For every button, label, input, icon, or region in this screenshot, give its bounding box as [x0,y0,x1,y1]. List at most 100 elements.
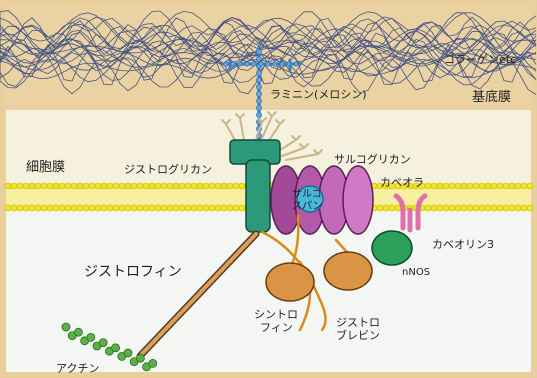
lipid-head [491,205,497,211]
actin-monomer [74,328,82,336]
lipid-head [215,183,221,189]
lipid-head [95,205,101,211]
lipid-head [383,205,389,211]
lipid-head [473,183,479,189]
actin-monomer [112,344,120,352]
lipid-head [23,183,29,189]
lipid-head [515,205,521,211]
nnos [372,231,412,265]
lipid-head [437,183,443,189]
lipid-head [173,183,179,189]
syntrophin-oval-2 [324,252,372,290]
laminin-bead [256,70,261,75]
lipid-head [11,183,17,189]
lipid-head [53,183,59,189]
laminin-bead [266,62,270,66]
label-caveolae: カベオラ [380,176,424,189]
lipid-head [377,205,383,211]
nnos-body [372,231,412,265]
lipid-head [221,183,227,189]
lipid-head [125,183,131,189]
laminin-bead [256,49,261,54]
lipid-head [479,183,485,189]
laminin-bead [280,62,284,66]
lipid-head [77,205,83,211]
lipid-head [221,205,227,211]
lipid-head [47,183,53,189]
laminin-bead [224,62,228,66]
laminin-bead [245,62,249,66]
lipid-head [239,205,245,211]
actin-monomer [149,359,157,367]
label-dystrobrevin-1: ジストロ [336,316,380,329]
label-basement-membrane: 基底膜 [472,89,511,105]
lipid-head [101,183,107,189]
lipid-head [5,205,11,211]
laminin-bead [256,112,261,117]
laminin-bead [238,62,242,66]
lipid-head [161,183,167,189]
lipid-head [11,205,17,211]
lipid-head [59,205,65,211]
laminin-bead [294,62,298,66]
lipid-head [473,205,479,211]
lipid-head [509,205,515,211]
label-collagen: コラーゲンetc [444,53,516,66]
lipid-head [149,183,155,189]
lipid-head [527,205,533,211]
lipid-head [95,183,101,189]
lipid-head [209,205,215,211]
lipid-head [425,183,431,189]
lipid-head [215,205,221,211]
lipid-head [443,183,449,189]
label-syntrophin-1: シントロ [254,308,298,321]
sarcoglycan-4 [343,166,373,234]
lipid-head [437,205,443,211]
lipid-head [23,205,29,211]
lipid-head [77,183,83,189]
lipid-head [443,205,449,211]
lipid-head [497,183,503,189]
lipid-head [191,205,197,211]
lipid-head [389,205,395,211]
lipid-head [455,205,461,211]
lipid-head [119,205,125,211]
label-nnos: nNOS [402,267,430,278]
lipid-head [137,205,143,211]
lipid-head [17,205,23,211]
label-laminin: ラミニン(メロシン) [270,88,367,101]
lipid-head [185,205,191,211]
lipid-head [503,183,509,189]
lipid-head [455,183,461,189]
lipid-head [179,183,185,189]
lipid-head [65,183,71,189]
lipid-head [461,205,467,211]
lipid-head [71,183,77,189]
label-sarcoglycan: サルコグリカン [334,152,411,166]
lipid-head [131,183,137,189]
lipid-head [161,205,167,211]
lipid-head [203,183,209,189]
laminin-bead [231,62,235,66]
label-syntrophin-2: フィン [260,321,293,334]
laminin-bead [252,62,256,66]
label-caveolin: カベオリン3 [432,238,494,251]
label-actin: アクチン [56,362,99,375]
laminin-bead [256,77,261,82]
lipid-head [35,205,41,211]
beta-dystroglycan [246,160,270,232]
lipid-head [449,183,455,189]
lipid-head [203,205,209,211]
lipid-head [467,183,473,189]
lipid-head [107,183,113,189]
lipid-head [167,205,173,211]
lipid-head [227,183,233,189]
syntrophin-oval-1 [266,263,314,301]
laminin-bead [256,91,261,96]
lipid-head [197,205,203,211]
lipid-head [191,183,197,189]
lipid-head [521,183,527,189]
lipid-head [485,205,491,211]
lipid-head [431,183,437,189]
